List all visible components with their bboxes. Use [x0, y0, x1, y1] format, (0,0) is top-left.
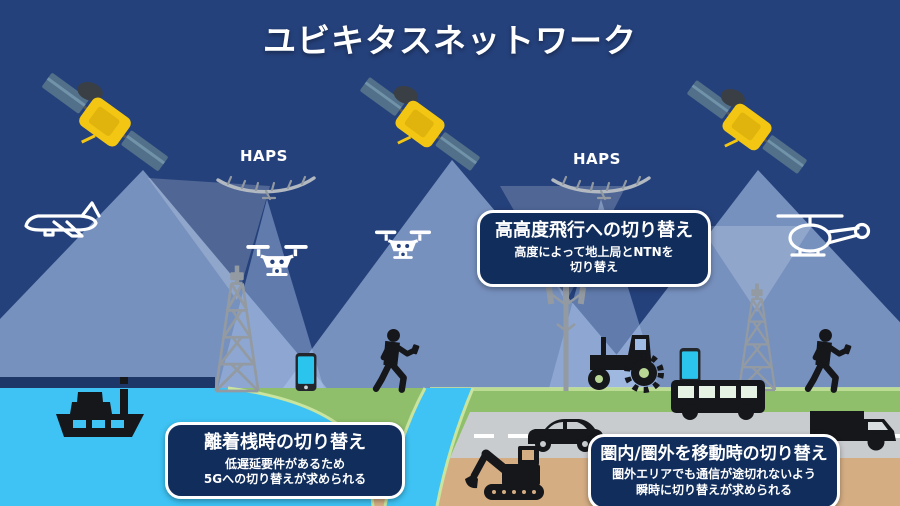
- river: [385, 388, 473, 506]
- callout-coverage: 圏内/圏外を移動時の切り替え 圏外エリアでも通信が途切れないよう 瞬時に切り替え…: [588, 434, 840, 506]
- smartphone-left: [295, 353, 317, 391]
- callout-subtext-line1: 高度によって地上局とNTNを: [514, 244, 674, 259]
- excavator-icon: [465, 446, 544, 500]
- callout-subtext-line2: 5Gへの切り替えが求められる: [203, 472, 367, 487]
- callout-title: 圏内/圏外を移動時の切り替え: [600, 444, 828, 464]
- haps-beam-left: [217, 199, 325, 392]
- ship-icon: [56, 377, 144, 437]
- callout-high-altitude: 高高度飛行への切り替え 高度によって地上局とNTNを 切り替え: [477, 210, 711, 287]
- car-icon: [528, 419, 603, 452]
- callout-subtext-line1: 圏外エリアでも通信が途切れないよう: [612, 467, 816, 482]
- callout-subtext-line2: 切り替え: [569, 260, 618, 275]
- callout-subtext-line2: 瞬時に切り替えが求められる: [635, 482, 792, 497]
- sea-horizon-strip: [0, 377, 215, 391]
- callout-subtext-line1: 低遅延要件があるため: [224, 456, 345, 471]
- callout-title: 離着桟時の切り替え: [204, 432, 366, 453]
- haps-label-left: HAPS: [240, 147, 288, 165]
- grass-edge-highlight: [430, 387, 900, 391]
- airplane-icon: [24, 201, 101, 238]
- callout-docking: 離着桟時の切り替え 低遅延要件があるため 5Gへの切り替えが求められる: [165, 422, 405, 499]
- satellite-beam-center: [280, 160, 648, 392]
- tower-beam-right: [700, 226, 812, 312]
- cell-tower-center: [545, 271, 587, 391]
- bus-icon: [671, 380, 765, 420]
- tractor-icon: [588, 335, 664, 393]
- callout-title: 高高度飛行への切り替え: [495, 220, 693, 241]
- helicopter-icon: [776, 214, 871, 257]
- tower-beam-left: [148, 178, 270, 300]
- coverage-beams: [0, 160, 900, 392]
- haps-label-right: HAPS: [573, 150, 621, 168]
- page-title: ユビキタスネットワーク: [263, 21, 637, 60]
